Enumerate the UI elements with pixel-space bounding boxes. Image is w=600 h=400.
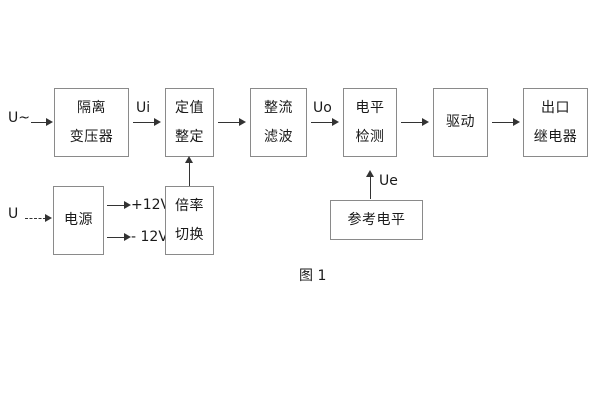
- block-level-detection: 电平 检测: [343, 88, 397, 157]
- dc-input-arrowhead: [45, 213, 52, 222]
- drive-to-relay-line: [492, 122, 514, 123]
- block-power-supply: 电源: [53, 186, 104, 255]
- block-rectifier-filter-line2: 滤波: [264, 128, 293, 145]
- rail-positive-line: [107, 205, 125, 206]
- uo-connector-line: [311, 122, 333, 123]
- block-output-relay-line1: 出口: [541, 99, 570, 116]
- block-level-detection-line1: 电平: [355, 99, 385, 116]
- signal-ui-label: Ui: [136, 100, 151, 116]
- block-power-supply-line1: 电源: [64, 212, 93, 229]
- rail-positive-label: +12V: [131, 197, 171, 213]
- block-output-relay-line2: 继电器: [533, 128, 578, 145]
- dc-input-label: U: [8, 206, 19, 222]
- uo-connector-arrowhead: [332, 117, 339, 126]
- block-level-detection-line2: 检测: [355, 128, 385, 145]
- setting-to-rectifier-arrowhead: [239, 117, 246, 126]
- block-multiplier-switch: 倍率 切换: [165, 186, 214, 255]
- figure-caption: 图 1: [299, 268, 327, 284]
- setting-to-rectifier-line: [218, 122, 240, 123]
- signal-uo-label: Uo: [313, 100, 332, 116]
- block-reference-level: 参考电平: [330, 200, 423, 240]
- block-reference-level-line1: 参考电平: [347, 211, 406, 228]
- block-setting-value-line2: 整定: [175, 128, 204, 145]
- block-output-relay: 出口 继电器: [523, 88, 588, 157]
- multiplier-to-setting-line: [189, 162, 190, 186]
- ui-connector-arrowhead: [154, 117, 161, 126]
- multiplier-to-setting-arrowhead: [184, 156, 193, 163]
- ue-connector-line: [370, 176, 371, 199]
- ac-input-label: U~: [8, 110, 30, 126]
- signal-ue-label: Ue: [379, 173, 398, 189]
- block-drive: 驱动: [433, 88, 488, 157]
- rail-negative-label: - 12V: [131, 229, 168, 245]
- ue-connector-arrowhead: [365, 170, 374, 177]
- rail-negative-arrowhead: [124, 232, 131, 241]
- block-setting-value: 定值 整定: [165, 88, 214, 157]
- level-to-drive-arrowhead: [422, 117, 429, 126]
- ui-connector-line: [133, 122, 155, 123]
- block-rectifier-filter: 整流 滤波: [250, 88, 307, 157]
- block-isolation-transformer: 隔离 变压器: [54, 88, 129, 157]
- ac-input-line: [31, 122, 47, 123]
- block-multiplier-switch-line2: 切换: [175, 226, 204, 243]
- rail-negative-line: [107, 237, 125, 238]
- block-rectifier-filter-line1: 整流: [264, 99, 293, 116]
- rail-positive-arrowhead: [124, 200, 131, 209]
- block-setting-value-line1: 定值: [175, 99, 204, 116]
- block-multiplier-switch-line1: 倍率: [175, 197, 204, 214]
- drive-to-relay-arrowhead: [513, 117, 520, 126]
- level-to-drive-line: [401, 122, 423, 123]
- block-isolation-transformer-line2: 变压器: [69, 128, 114, 145]
- dc-input-line: [25, 218, 46, 219]
- block-isolation-transformer-line1: 隔离: [77, 99, 106, 116]
- block-drive-line1: 驱动: [446, 114, 475, 131]
- ac-input-arrowhead: [46, 117, 53, 126]
